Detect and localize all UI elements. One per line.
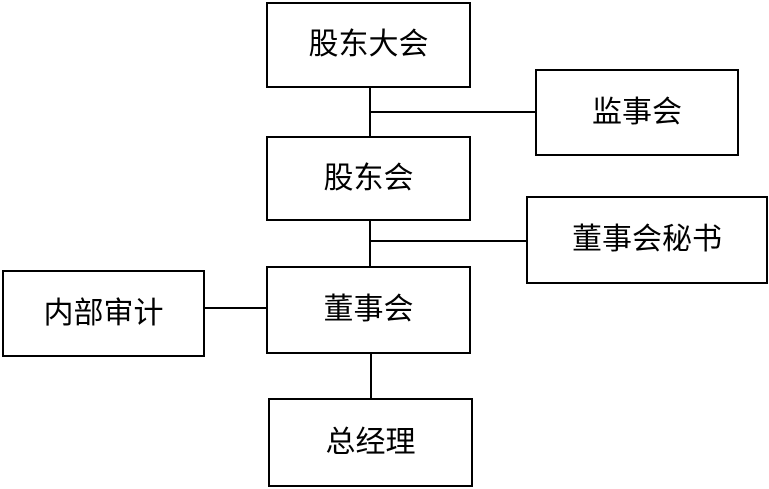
node-supervisory-board: 监事会 [535,69,739,156]
node-label: 董事会秘书 [572,222,722,257]
node-board-of-directors: 董事会 [266,266,471,354]
node-label: 股东大会 [308,27,429,62]
node-general-meeting: 股东大会 [266,2,471,88]
node-board-secretary: 董事会秘书 [526,196,768,284]
connector-to-internal-audit [205,307,266,309]
node-label: 股东会 [323,160,414,196]
node-general-manager: 总经理 [268,398,473,487]
connector-to-board-secretary [370,240,526,242]
node-label: 董事会 [323,292,414,327]
node-shareholders-board: 股东会 [266,136,471,221]
connector-shareholders-to-board [369,221,371,266]
node-label: 总经理 [325,424,416,460]
node-internal-audit: 内部审计 [2,270,205,357]
node-label: 内部审计 [43,295,164,331]
connector-board-to-general-manager [370,354,372,398]
connector-to-supervisory-board [370,111,535,113]
node-label: 监事会 [592,94,682,130]
